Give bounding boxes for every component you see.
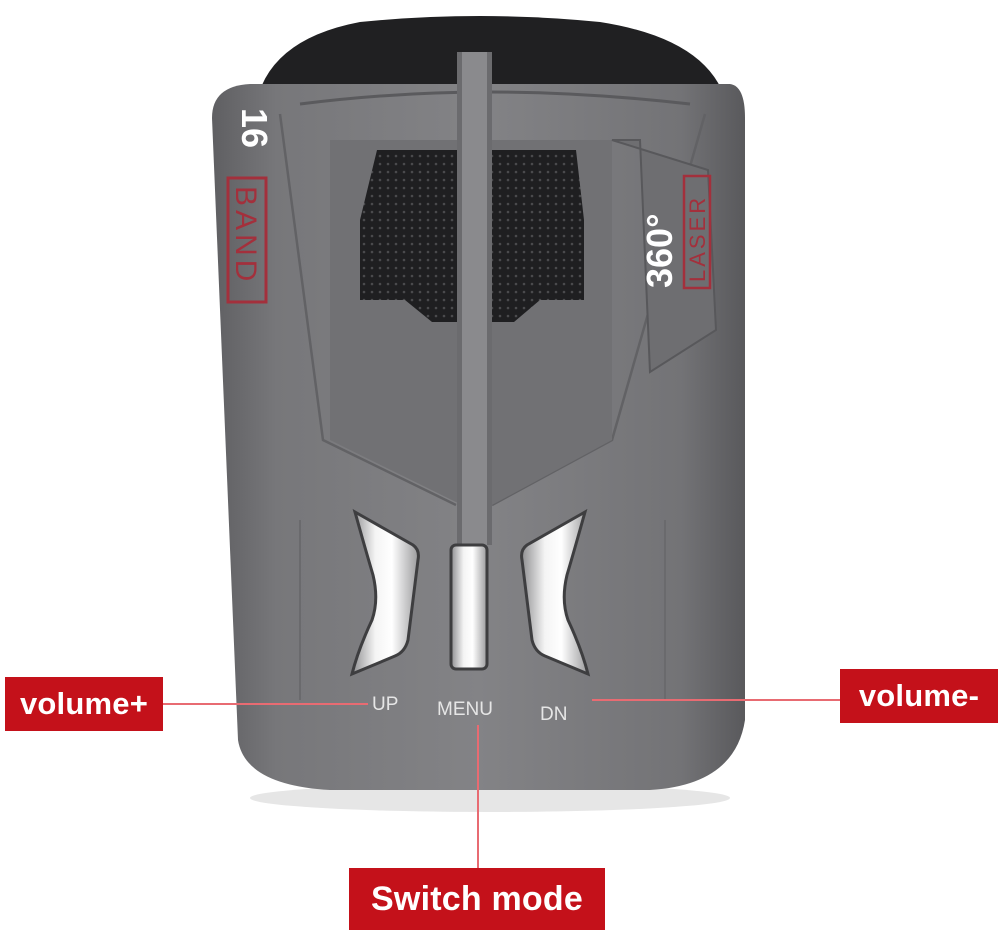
speaker-grill-right — [492, 150, 584, 322]
band-marking: 16 BAND — [226, 108, 275, 304]
band-word: BAND — [229, 186, 262, 285]
volume-up-callout: volume+ — [5, 677, 163, 731]
leader-line-switch-mode — [477, 725, 479, 868]
speaker-grill-left — [360, 150, 458, 322]
up-button-label: UP — [372, 694, 399, 715]
menu-button-label: MENU — [437, 699, 493, 720]
up-button — [349, 508, 420, 677]
laser-marking: 360° LASER — [639, 174, 712, 290]
leader-line-volume-down — [592, 699, 840, 701]
dn-button — [520, 508, 591, 677]
laser-word: LASER — [685, 195, 710, 282]
leader-line-volume-up — [163, 703, 368, 705]
band-word-box — [226, 176, 268, 304]
laser-word-box — [682, 174, 712, 290]
switch-mode-callout: Switch mode — [349, 868, 605, 930]
dn-button-label: DN — [540, 704, 568, 725]
laser-panel — [611, 139, 718, 374]
laser-number: 360° — [639, 214, 680, 288]
volume-down-callout: volume- — [840, 669, 998, 723]
menu-button — [449, 543, 489, 671]
band-number: 16 — [234, 108, 275, 148]
